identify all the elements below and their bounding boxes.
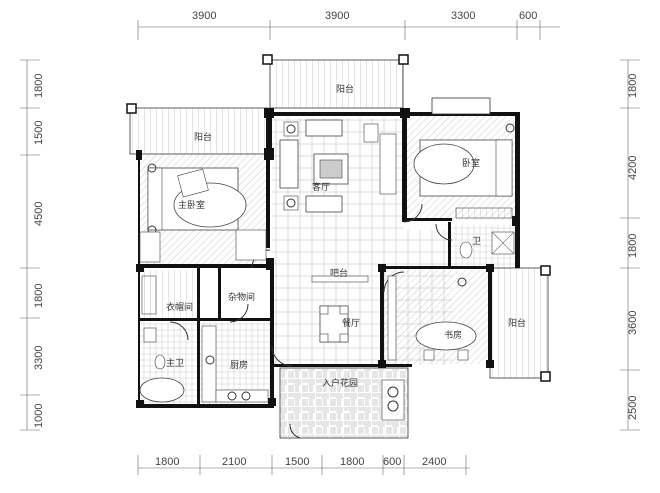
- dim-right-2: 4200: [627, 156, 639, 180]
- dim-top-4: 600: [519, 10, 537, 22]
- dim-left-5: 3300: [33, 346, 45, 370]
- label-bar: 吧台: [330, 267, 348, 279]
- dim-top-2: 3900: [325, 10, 349, 22]
- dim-bottom-6: 2400: [422, 456, 446, 468]
- dim-right-3: 1800: [627, 234, 639, 258]
- furniture: [139, 119, 515, 421]
- dim-left-2: 1500: [33, 121, 45, 145]
- dim-bottom-3: 1500: [285, 456, 309, 468]
- dim-right-4: 3600: [627, 311, 639, 335]
- label-bedroom: 卧室: [462, 157, 480, 169]
- label-room-right: 书房: [444, 329, 462, 341]
- label-balcony-left: 阳台: [194, 131, 212, 143]
- dim-left-1: 1800: [33, 74, 45, 98]
- label-master-bath: 主卫: [166, 357, 184, 369]
- label-living-room: 客厅: [312, 181, 330, 193]
- label-balcony-right: 阳台: [508, 317, 526, 329]
- dimension-lines: [20, 20, 640, 475]
- dim-left-4: 1800: [33, 284, 45, 308]
- label-storage: 杂物间: [228, 291, 255, 303]
- dim-left-3: 4500: [33, 202, 45, 226]
- label-bath-right: 卫: [472, 237, 481, 247]
- dim-bottom-2: 2100: [222, 456, 246, 468]
- dim-right-5: 2500: [627, 396, 639, 420]
- label-garden: 入户花园: [322, 377, 358, 389]
- dim-bottom-4: 1800: [340, 456, 364, 468]
- dim-left-6: 1000: [33, 404, 45, 428]
- label-kitchen: 厨房: [230, 359, 248, 371]
- dim-right-1: 1800: [627, 74, 639, 98]
- label-balcony-top: 阳台: [336, 83, 354, 95]
- label-dining: 餐厅: [342, 317, 360, 329]
- dim-bottom-1: 1800: [155, 456, 179, 468]
- label-cloakroom: 衣帽间: [166, 301, 193, 313]
- dim-top-1: 3900: [192, 10, 216, 22]
- dim-bottom-5: 600: [383, 456, 401, 468]
- doors: [169, 203, 453, 439]
- walls: [126, 54, 551, 408]
- label-master-bedroom: 主卧室: [178, 199, 205, 211]
- dim-top-3: 3300: [451, 10, 475, 22]
